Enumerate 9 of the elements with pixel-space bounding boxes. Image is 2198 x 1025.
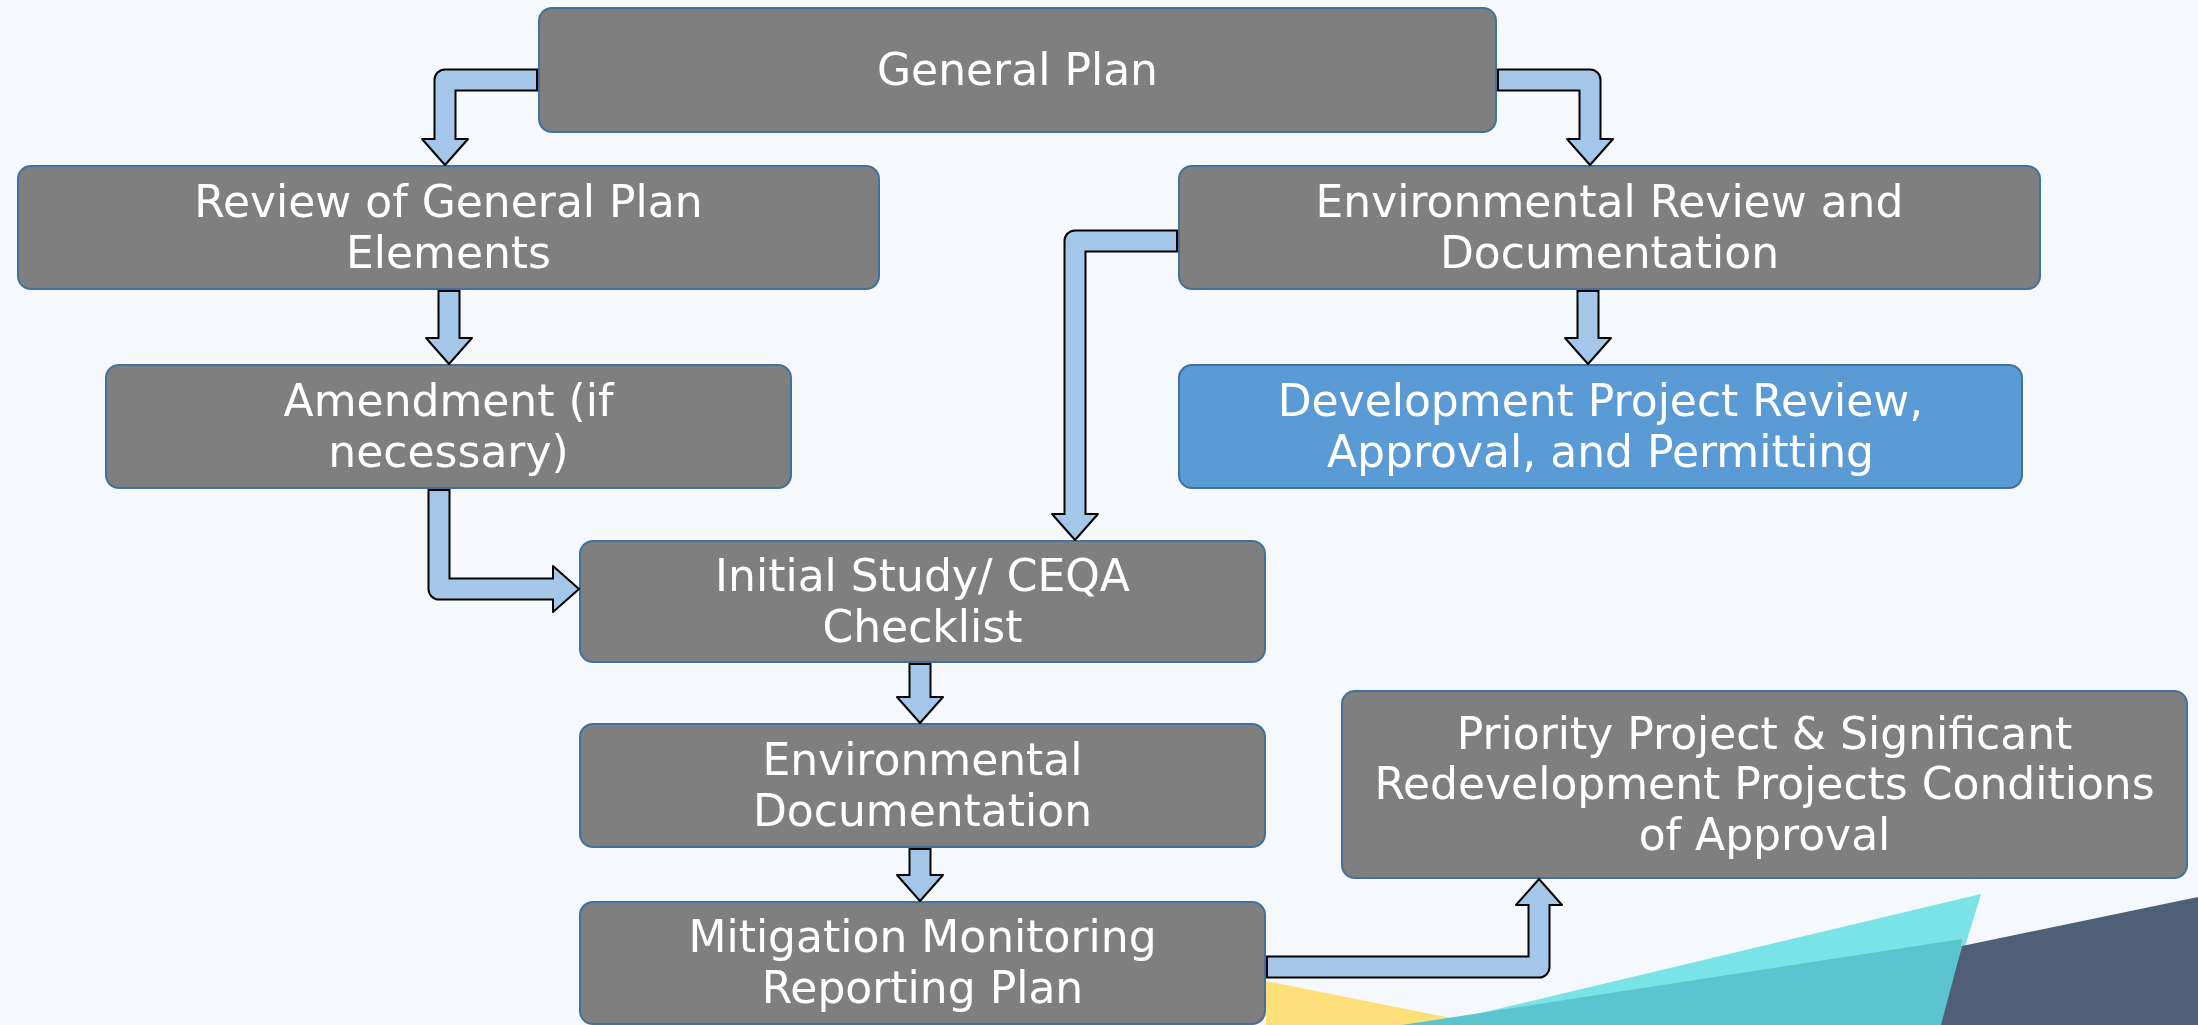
process-box: Initial Study/ CEQA Checklist <box>579 540 1266 663</box>
process-box: General Plan <box>538 7 1497 133</box>
process-box: Environmental Documentation <box>579 723 1266 848</box>
process-box: Mitigation Monitoring Reporting Plan <box>579 901 1266 1025</box>
process-box: Review of General Plan Elements <box>17 165 880 290</box>
process-box: Environmental Review and Documentation <box>1178 165 2041 290</box>
process-box: Amendment (if necessary) <box>105 364 792 489</box>
highlighted-process-box: Development Project Review, Approval, and Permitting <box>1178 364 2023 489</box>
process-box: Priority Project & Significant Redevelopment Projects Conditions of Approval <box>1341 690 2188 879</box>
